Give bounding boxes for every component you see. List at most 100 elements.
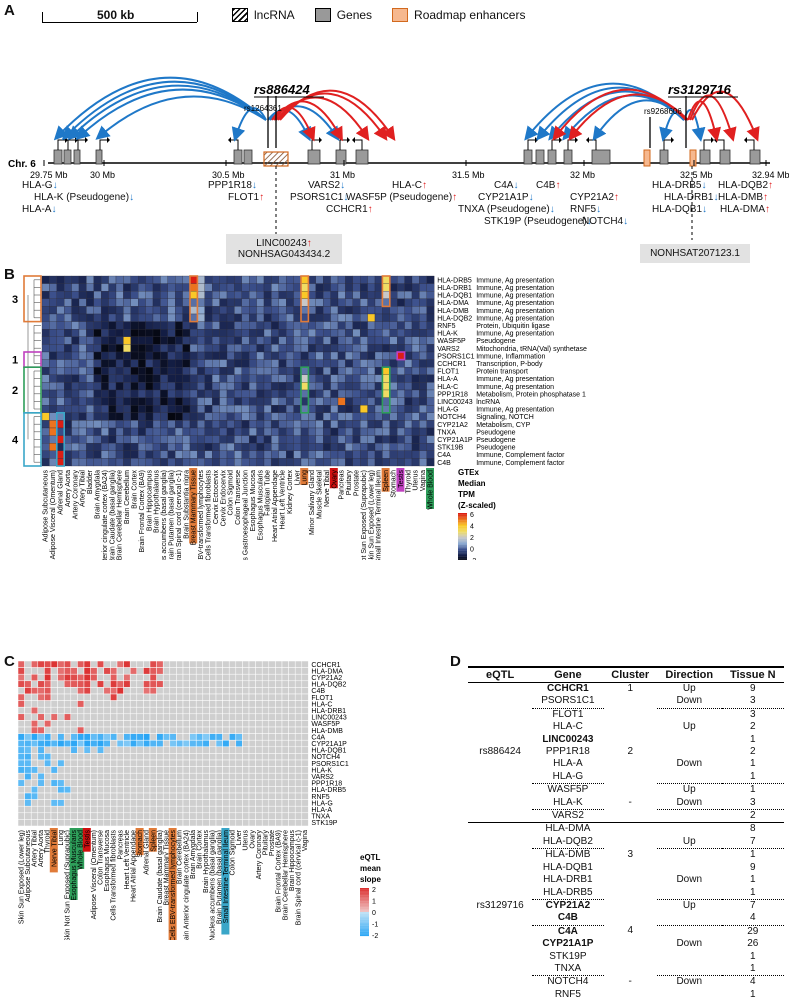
eqtl-cell <box>163 668 170 675</box>
eqtl-cell <box>64 780 71 787</box>
eqtl-cell <box>209 747 216 754</box>
cell-n: 2 <box>722 721 784 733</box>
eqtl-cell <box>216 753 223 760</box>
eqtl-cell <box>262 661 269 668</box>
heatmap-cell <box>331 382 338 390</box>
legend-tick: -2 <box>470 558 476 560</box>
heatmap-cell <box>109 276 116 284</box>
heatmap-cell <box>131 420 138 428</box>
heatmap-cell <box>294 299 301 307</box>
eqtl-cell <box>176 661 183 668</box>
heatmap-cell <box>323 375 330 383</box>
cell-cluster <box>604 810 657 823</box>
heatmap-cell <box>242 360 249 368</box>
eqtl-cell <box>302 661 309 668</box>
heatmap-cell <box>197 284 204 292</box>
row-function: Immune, Ag presentation <box>476 407 554 414</box>
tissue-label: Adipose Visceral (Omentum) <box>50 470 57 559</box>
eqtl-cell <box>124 674 131 681</box>
eqtl-cell <box>51 701 58 708</box>
eqtl-cell <box>203 668 210 675</box>
eqtl-cell <box>64 813 71 820</box>
heatmap-cell <box>160 352 167 360</box>
eqtl-cell <box>97 767 104 774</box>
eqtl-cell <box>77 727 84 734</box>
eqtl-cell <box>170 800 177 807</box>
slope-legend-title: mean <box>360 864 381 873</box>
tissue-label: Brain Cerebellum <box>124 470 131 524</box>
eqtl-cell <box>269 694 276 701</box>
heatmap-cell <box>286 375 293 383</box>
enhancer-3 <box>690 150 696 166</box>
tss-arrow <box>100 140 107 150</box>
heatmap-cell <box>153 299 160 307</box>
heatmap-cell <box>271 436 278 444</box>
cell-gene: PSORS1C1 <box>532 695 603 708</box>
eqtl-cell <box>143 747 150 754</box>
heatmap-cell <box>331 443 338 451</box>
eqtl-cell <box>117 687 124 694</box>
eqtl-cell <box>157 701 164 708</box>
eqtl-cell <box>117 780 124 787</box>
heatmap-cell <box>49 314 56 322</box>
heatmap-cell <box>279 352 286 360</box>
heatmap-cell <box>279 375 286 383</box>
eqtl-cell <box>216 767 223 774</box>
heatmap-cell <box>360 390 367 398</box>
heatmap-cell <box>220 337 227 345</box>
heatmap-cell <box>42 436 49 444</box>
heatmap-cell <box>160 344 167 352</box>
eqtl-cell <box>18 773 25 780</box>
heatmap-cell <box>205 443 212 451</box>
eqtl-cell <box>157 687 164 694</box>
eqtl-cell <box>183 806 190 813</box>
th-direction: Direction <box>657 667 722 683</box>
heatmap-cell <box>427 306 434 314</box>
eqtl-cell <box>51 767 58 774</box>
cell-eqtl: rs886424 <box>468 746 532 758</box>
eqtl-cell <box>295 819 302 826</box>
direction-arrow: ↓ <box>701 180 706 191</box>
row-function: Immune, Complement factor <box>476 460 565 467</box>
gene-label-20: HLA-DQB1↓ <box>652 204 707 215</box>
heatmap-cell <box>146 322 153 330</box>
eqtl-cell <box>25 668 32 675</box>
eqtl-cell <box>256 681 263 688</box>
eqtl-cell <box>58 707 65 714</box>
eqtl-cell <box>143 760 150 767</box>
heatmap-cell <box>86 390 93 398</box>
tissue-label: Cells Transformed fibroblasts <box>206 470 213 560</box>
eqtl-cell <box>196 793 203 800</box>
heatmap-cell <box>264 375 271 383</box>
eqtl-cell <box>203 694 210 701</box>
tick-label: 30 Mb <box>90 170 115 180</box>
eqtl-cell <box>242 819 249 826</box>
eqtl-cell <box>209 786 216 793</box>
gene-name: TNXA (Pseudogene) <box>458 204 550 215</box>
heatmap-cell <box>183 337 190 345</box>
heatmap-cell <box>279 314 286 322</box>
eqtl-cell <box>223 819 230 826</box>
gene-name: PSORS1C1 <box>290 192 343 203</box>
slope-legend-tick: -1 <box>372 922 378 929</box>
heatmap-cell <box>249 344 256 352</box>
gene-label-3: PPP1R18↓ <box>208 180 257 191</box>
heatmap-cell <box>264 420 271 428</box>
eqtl-cell <box>84 740 91 747</box>
heatmap-cell <box>294 382 301 390</box>
heatmap-cell <box>123 382 130 390</box>
eqtl-cell <box>163 767 170 774</box>
cell-eqtl <box>468 849 532 862</box>
heatmap-cell <box>257 284 264 292</box>
eqtl-cell <box>91 740 98 747</box>
eqtl-cell <box>262 793 269 800</box>
heatmap-cell <box>227 291 234 299</box>
heatmap-cell <box>405 291 412 299</box>
eqtl-cell <box>236 734 243 741</box>
heatmap-cell <box>168 390 175 398</box>
heatmap-cell <box>257 337 264 345</box>
eqtl-cell <box>203 813 210 820</box>
